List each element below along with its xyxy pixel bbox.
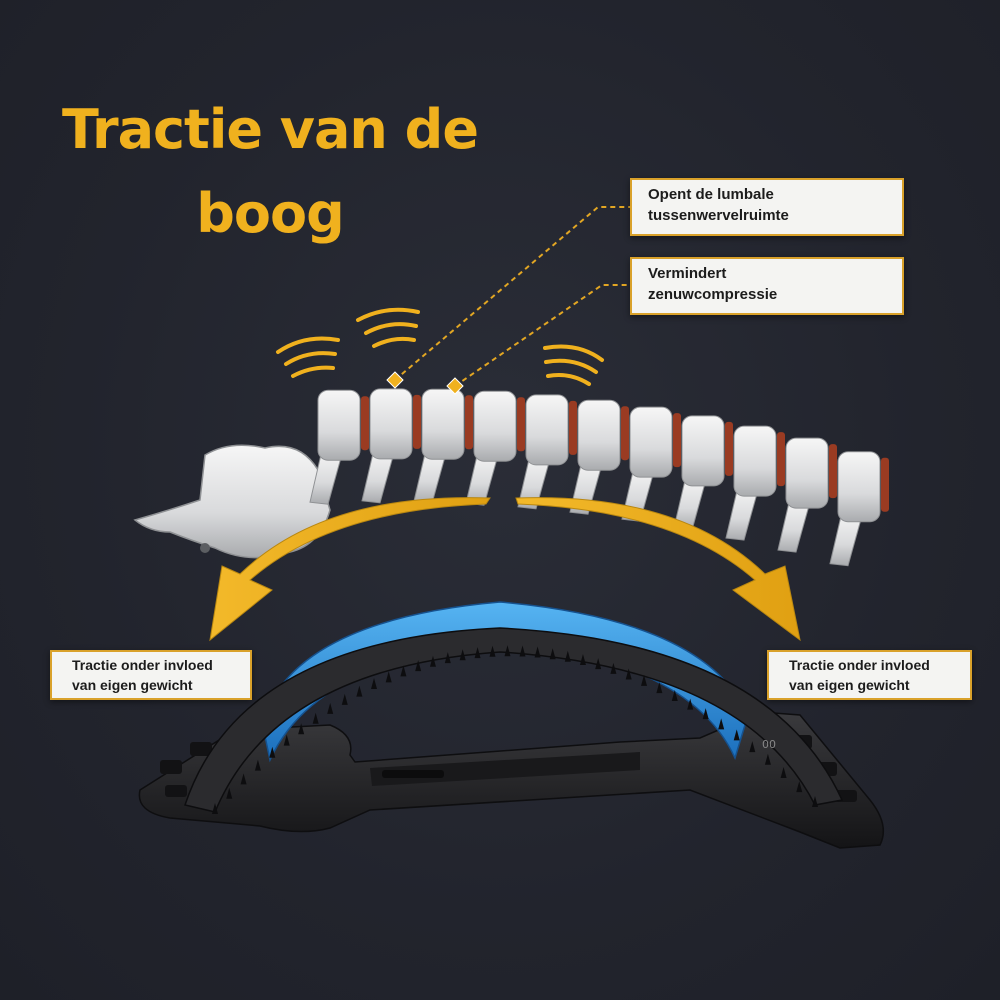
spine-illustration: [133, 371, 889, 567]
intervertebral-disc: [465, 395, 473, 450]
vertebra: [525, 394, 569, 466]
intervertebral-disc: [361, 396, 369, 451]
intervertebral-disc: [413, 394, 421, 449]
intervertebral-disc: [881, 457, 889, 512]
massage-spike: [702, 708, 709, 720]
vertebra: [785, 437, 829, 509]
headline-line-1: Tractie van de: [62, 98, 479, 161]
massage-spike: [283, 734, 290, 746]
callout-nerve: Vermindert zenuwcompressie: [630, 257, 904, 315]
massage-spike: [812, 796, 818, 807]
massage-spike: [610, 662, 617, 674]
callout-nerve-line-1: Vermindert: [648, 265, 727, 282]
massage-spike: [269, 746, 276, 758]
vertebra: [733, 425, 777, 497]
massage-spike: [534, 646, 541, 658]
callout-right-line-1: Tractie onder invloed: [789, 657, 930, 673]
headline-line-2: boog: [196, 181, 345, 245]
massage-spike: [240, 773, 247, 785]
callout-left-line-2: van eigen gewicht: [72, 677, 193, 693]
massage-spike: [385, 671, 392, 683]
massage-spike: [254, 759, 261, 771]
intervertebral-disc: [569, 400, 577, 455]
massage-spike: [749, 741, 756, 753]
vibration-waves-icon: [276, 307, 604, 386]
massage-spike: [796, 781, 803, 793]
intervertebral-disc: [829, 444, 837, 499]
callout-right-traction: Tractie onder invloed van eigen gewicht: [767, 650, 972, 700]
massage-spike: [595, 658, 602, 670]
massage-spike: [444, 652, 451, 664]
massage-spike: [733, 729, 740, 741]
massage-spike: [718, 718, 725, 730]
vertebra: [473, 390, 517, 462]
vertebra: [629, 406, 673, 478]
intervertebral-disc: [517, 397, 525, 452]
intervertebral-disc: [725, 421, 733, 476]
intervertebral-disc: [673, 413, 681, 468]
callout-lumbar: Opent de lumbale tussenwervelruimte: [630, 178, 904, 236]
massage-spike: [780, 767, 787, 779]
vertebra: [577, 399, 621, 471]
massage-spike: [564, 650, 571, 662]
massage-spike: [429, 655, 436, 667]
massage-spike: [312, 712, 319, 724]
massage-spike: [341, 693, 348, 705]
vertebra: [681, 415, 725, 487]
leader-lines: [394, 206, 632, 387]
massage-spike: [671, 689, 678, 701]
callout-right-line-2: van eigen gewicht: [789, 677, 910, 693]
massage-spike: [415, 660, 422, 672]
intervertebral-disc: [621, 406, 629, 461]
massage-spike: [226, 787, 233, 799]
curved-arrow-right-icon: [515, 497, 801, 642]
massage-spike: [212, 803, 218, 814]
callout-left-traction: Tractie onder invloed van eigen gewicht: [50, 650, 252, 700]
massage-spike: [764, 753, 771, 765]
massage-spike: [327, 702, 334, 714]
curved-arrow-left-icon: [209, 497, 491, 642]
massage-spike: [459, 649, 466, 661]
massage-spike: [549, 648, 556, 660]
massage-spike: [656, 682, 663, 694]
vertebra: [369, 388, 413, 460]
massage-spike: [641, 674, 648, 686]
massage-spike: [687, 698, 694, 710]
back-stretcher-device: 00: [138, 601, 885, 849]
massage-spike: [298, 723, 305, 735]
svg-text:00: 00: [762, 738, 776, 751]
intervertebral-disc: [777, 432, 785, 487]
massage-spike: [625, 668, 632, 680]
massage-spike: [579, 654, 586, 666]
vertebra: [837, 451, 881, 523]
vertebra: [421, 388, 465, 460]
callout-lumbar-line-1: Opent de lumbale: [648, 186, 774, 203]
callout-nerve-line-2: zenuwcompressie: [648, 286, 778, 303]
callout-lumbar-line-2: tussenwervelruimte: [648, 207, 789, 224]
massage-spike: [356, 685, 363, 697]
massage-spike: [519, 645, 526, 657]
callout-left-line-1: Tractie onder invloed: [72, 657, 213, 673]
massage-spike: [371, 678, 378, 690]
massage-spike: [489, 645, 496, 657]
massage-spike: [474, 647, 481, 659]
massage-spike: [504, 645, 511, 657]
headline: Tractie van de boog: [50, 88, 490, 255]
massage-spike: [400, 665, 407, 677]
vertebra: [317, 389, 361, 461]
